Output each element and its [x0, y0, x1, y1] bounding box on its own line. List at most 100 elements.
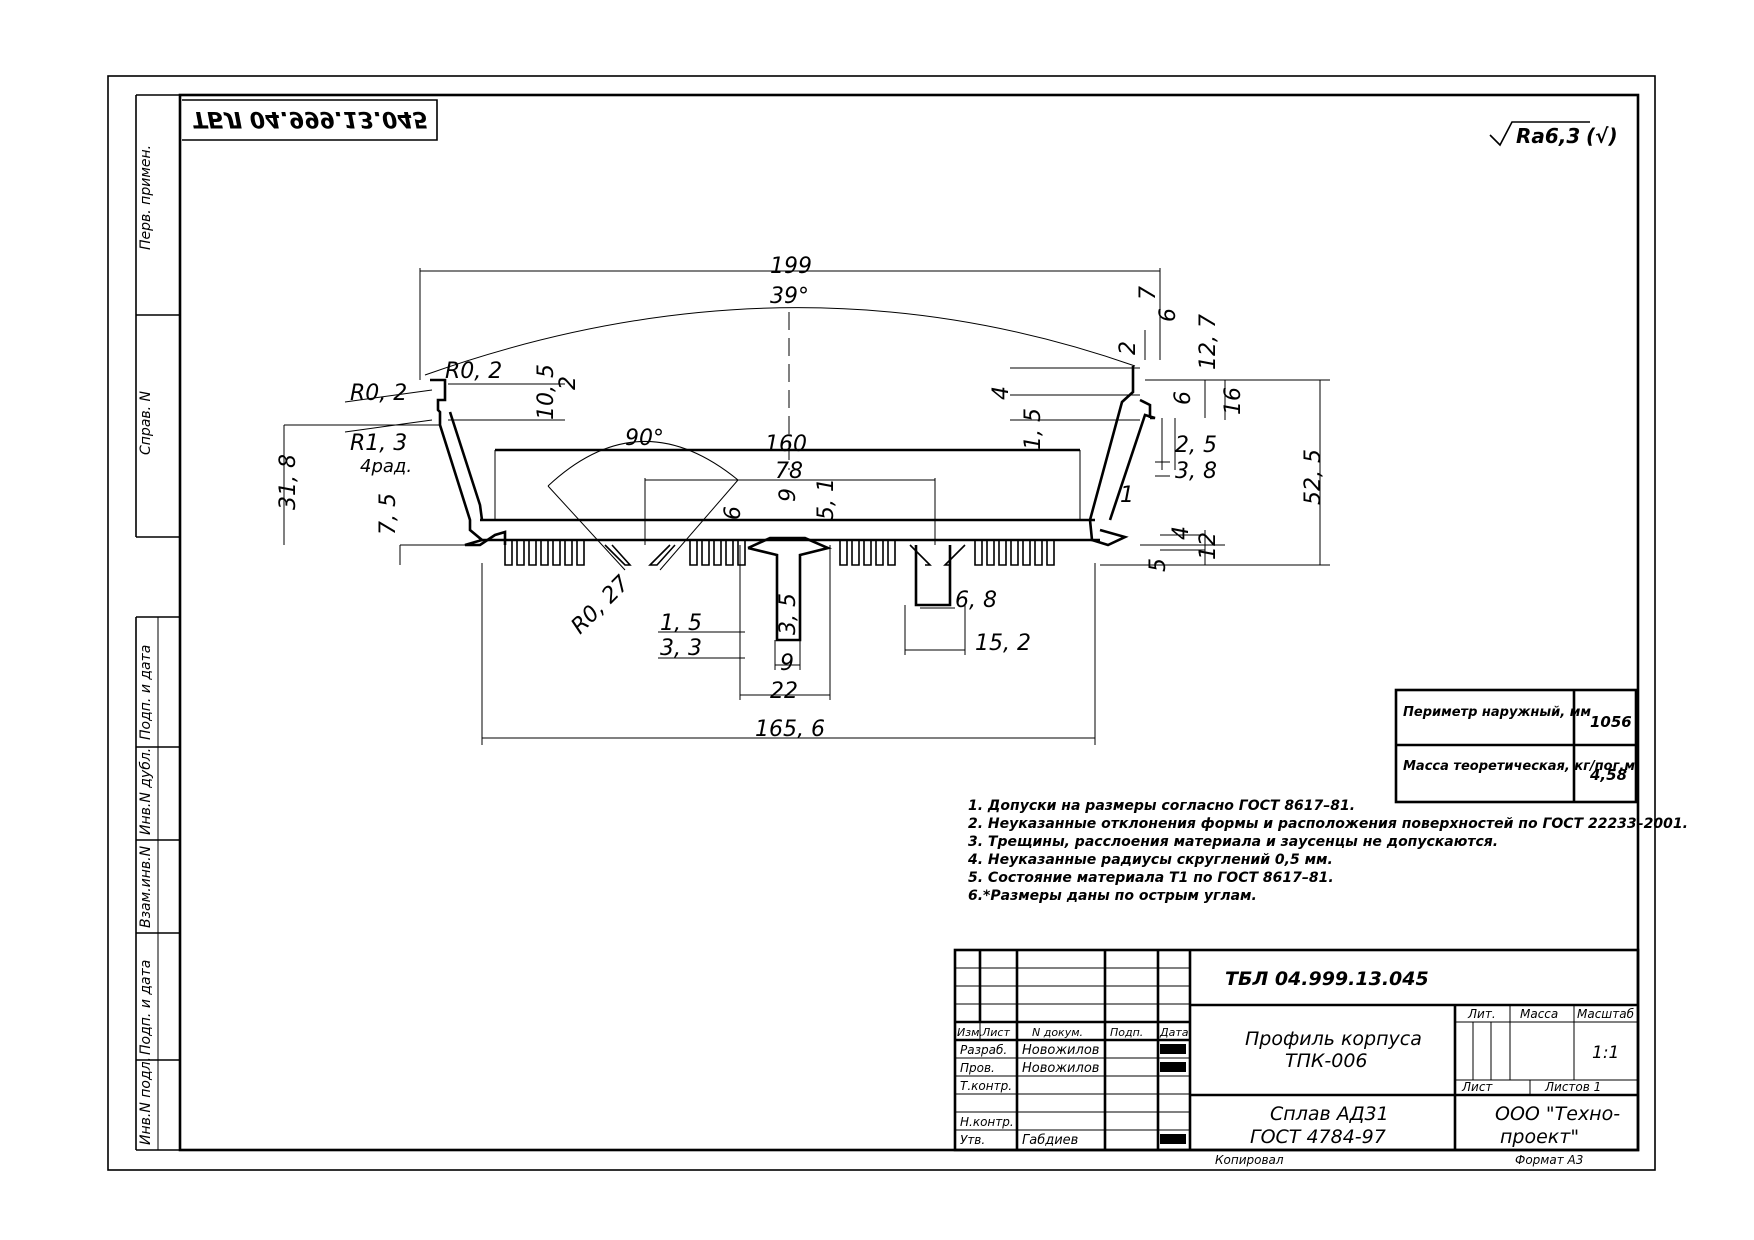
technical-notes: 1. Допуски на размеры согласно ГОСТ 8617… [967, 798, 1688, 904]
stamp-sprav-n: Справ. N [138, 390, 154, 455]
roughness-text: Ra6,3 [1516, 124, 1580, 148]
dim-22: 22 [770, 679, 798, 704]
tb-role-razrab: Разраб. [960, 1043, 1007, 1057]
tb-format: Формат А3 [1515, 1153, 1583, 1167]
dim-6-8: 6, 8 [955, 588, 997, 613]
tb-material-1: Сплав АД31 [1270, 1103, 1389, 1125]
dim-3-3: 3, 3 [660, 636, 702, 661]
tb-name-razrab: Новожилов [1022, 1043, 1099, 1058]
tb-scale-value: 1:1 [1592, 1043, 1619, 1063]
stamp-podp-data-2: Подп. и дата [138, 960, 154, 1055]
signature-prov [1160, 1062, 1186, 1072]
stamp-podp-data-1: Подп. и дата [138, 645, 154, 740]
dimension-texts: 199 39° 160 78 90° R0, 2 R0, 2 R1, 3 4ра… [276, 254, 1326, 742]
tb-name-2: ТПК-006 [1285, 1050, 1368, 1072]
dim-1: 1 [1120, 483, 1134, 508]
tb-col-izm: Изм. [957, 1026, 983, 1039]
note-3: 3. Трещины, расслоения материала и заусе… [968, 834, 1498, 850]
inner-frame [178, 93, 1640, 1152]
stamp-vzam-inv: Взам.инв.N [138, 845, 154, 928]
profile-drawing [419, 268, 1161, 642]
tb-sheets-label: Листов 1 [1544, 1080, 1601, 1094]
dim-4rad: 4рад. [360, 456, 412, 477]
dim-78: 78 [775, 459, 803, 484]
tb-scale-label: Масштаб [1577, 1007, 1635, 1021]
note-5: 5. Состояние материала Т1 по ГОСТ 8617–8… [968, 870, 1334, 886]
dim-12: 12 [1196, 532, 1221, 560]
dimension-lines [283, 330, 1330, 745]
tb-name-1: Профиль корпуса [1245, 1028, 1422, 1050]
dim-6-left: 6 [721, 506, 746, 520]
tb-name-utv: Габдиев [1022, 1133, 1078, 1148]
prop-mass-label: Масса теоретическая, кг/пог.м. [1403, 759, 1640, 774]
dim-90deg: 90° [625, 426, 664, 451]
signature-razrab [1160, 1044, 1186, 1054]
dim-4-right: 4 [989, 386, 1014, 400]
dim-10-5: 10, 5 [534, 364, 559, 420]
tb-role-nkontr: Н.контр. [960, 1115, 1014, 1129]
top-code-text: ТБЛ 04.999.13.045 [192, 106, 428, 131]
tb-sheet-label: Лист [1461, 1080, 1493, 1094]
note-2: 2. Неуказанные отклонения формы и распол… [968, 816, 1688, 832]
note-6: 6.*Размеры даны по острым углам. [968, 888, 1257, 904]
dim-7: 7 [1136, 286, 1161, 300]
tb-lit-label: Лит. [1467, 1007, 1496, 1021]
tb-designation: ТБЛ 04.999.13.045 [1225, 968, 1429, 990]
dim-6-right: 6 [1171, 391, 1196, 405]
dim-5: 5 [1146, 558, 1171, 572]
dim-16: 16 [1221, 387, 1246, 415]
dim-1-5-right: 1, 5 [1021, 408, 1046, 450]
dim-12-7: 12, 7 [1196, 314, 1221, 370]
dim-r02-left: R0, 2 [350, 381, 407, 406]
dim-7-5: 7, 5 [376, 493, 401, 535]
roughness-mark: Ra6,3 (√) [1489, 121, 1618, 148]
dim-r02-top: R0, 2 [445, 359, 502, 384]
outer-frame [107, 75, 1656, 1171]
dim-2-5: 2, 5 [1175, 433, 1217, 458]
dim-6-top: 6 [1156, 308, 1181, 322]
top-code-box: ТБЛ 04.999.13.045 [182, 99, 438, 141]
tb-material-2: ГОСТ 4784-97 [1250, 1126, 1386, 1148]
tb-company-1: ООО "Техно- [1495, 1103, 1620, 1125]
dim-3-5: 3, 5 [776, 593, 801, 635]
tb-col-list: Лист [981, 1026, 1010, 1039]
tb-name-prov: Новожилов [1022, 1061, 1099, 1076]
note-4: 4. Неуказанные радиусы скруглений 0,5 мм… [967, 852, 1333, 868]
tb-role-tkontr: Т.контр. [960, 1079, 1012, 1093]
properties-table: Периметр наружный, мм 1056 Масса теорети… [1394, 688, 1640, 804]
tb-mass-label: Масса [1520, 1007, 1558, 1021]
signature-utv [1160, 1134, 1186, 1144]
roughness-sign: (√) [1586, 124, 1618, 148]
dim-199: 199 [770, 254, 812, 279]
dim-9-top: 9 [776, 488, 801, 502]
dim-31-8: 31, 8 [276, 454, 301, 510]
dim-9-bottom: 9 [780, 651, 794, 676]
stamp-perv-primen: Перв. примен. [138, 145, 154, 250]
dim-2-left: 2 [556, 376, 581, 390]
title-block: ТБЛ 04.999.13.045 Профиль корпуса ТПК-00… [953, 948, 1640, 1167]
dim-165-6: 165, 6 [755, 717, 825, 742]
dim-5-1: 5, 1 [814, 478, 839, 520]
dim-4-bottom: 4 [1169, 526, 1194, 540]
side-stamp-column: Перв. примен. Справ. N Подп. и дата Инв.… [135, 94, 180, 1151]
stamp-inv-podl: Инв.N подл. [138, 1057, 154, 1145]
dim-r13: R1, 3 [350, 431, 407, 456]
dim-15-2: 15, 2 [975, 631, 1031, 656]
dim-39deg: 39° [770, 284, 809, 309]
dim-r027: R0, 27 [567, 571, 635, 639]
prop-perimeter-value: 1056 [1590, 713, 1632, 731]
tb-copied: Копировал [1215, 1153, 1284, 1167]
stamp-inv-dubl: Инв.N дубл. [138, 748, 154, 835]
tb-col-data: Дата [1159, 1026, 1189, 1039]
dim-2-right: 2 [1116, 341, 1141, 355]
dim-160: 160 [765, 432, 807, 457]
dim-1-5-bottom: 1, 5 [660, 611, 702, 636]
tb-role-prov: Пров. [960, 1061, 995, 1075]
prop-mass-value: 4,58 [1589, 766, 1627, 784]
tb-col-ndok: N докум. [1032, 1026, 1083, 1039]
tb-role-utv: Утв. [960, 1133, 985, 1147]
dim-52-5: 52, 5 [1301, 449, 1326, 505]
tb-col-podp: Подп. [1110, 1026, 1143, 1039]
note-1: 1. Допуски на размеры согласно ГОСТ 8617… [968, 798, 1355, 814]
